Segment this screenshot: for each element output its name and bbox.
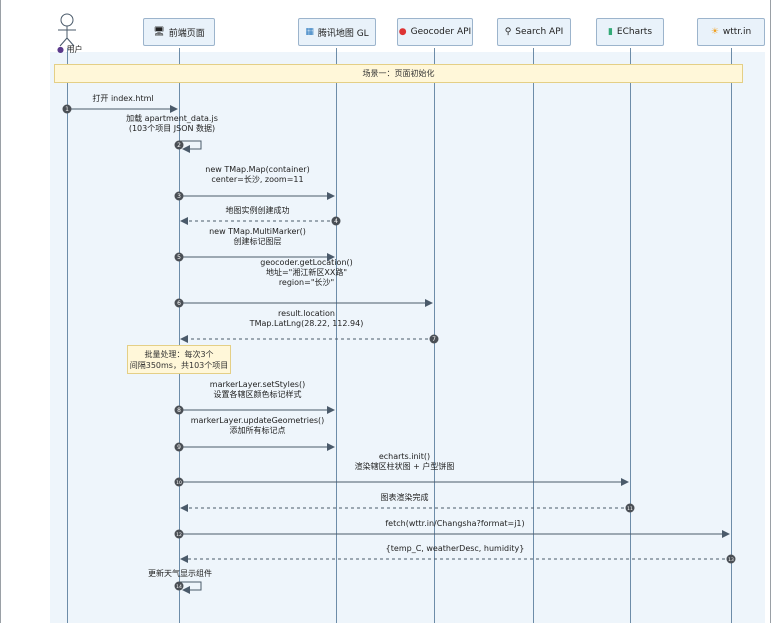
sequence-number: 2	[177, 142, 181, 149]
sequence-number: 1	[65, 106, 69, 113]
sequence-number: 6	[177, 300, 181, 307]
message-label: 打开 index.html	[92, 94, 153, 104]
batch-note: 批量处理：每次3个间隔350ms，共103个项目	[127, 345, 231, 374]
sequence-number: 5	[177, 254, 181, 261]
message-label: fetch(wttr.in/Changsha?format=j1)	[385, 519, 524, 529]
message-label-line: new TMap.MultiMarker()	[209, 227, 306, 236]
sequence-number-badge	[174, 529, 184, 539]
message-label-line: center=长沙, zoom=11	[211, 175, 304, 184]
message-label-line: (103个项目 JSON 数据)	[128, 124, 216, 133]
message-label: echarts.init()渲染辖区柱状图 + 户型饼图	[355, 452, 455, 472]
message-label-line: 创建标记图层	[233, 237, 282, 246]
user-icon	[58, 13, 76, 47]
monitor-icon: 🖥	[153, 27, 165, 37]
message-label: 地图实例创建成功	[226, 206, 290, 216]
message-label: 图表渲染完成	[381, 493, 429, 503]
sequence-number-badge	[625, 503, 635, 513]
message-label-line: geocoder.getLocation()	[260, 258, 353, 267]
message-label: markerLayer.setStyles()设置各辖区颜色标记样式	[210, 380, 305, 400]
message-label-line: 渲染辖区柱状图 + 户型饼图	[354, 462, 455, 471]
weather-icon: ☀	[710, 27, 719, 37]
message-label: markerLayer.updateGeometries()添加所有标记点	[191, 416, 325, 436]
message-label: 更新天气显示组件	[148, 569, 212, 579]
right-border	[770, 0, 771, 623]
pin-icon: ●	[398, 27, 407, 37]
map-icon: ▦	[305, 27, 314, 37]
sequence-number-badge	[174, 191, 184, 201]
sequence-number: 8	[177, 407, 181, 414]
sequence-number: 13	[728, 557, 734, 563]
message-label: new TMap.MultiMarker()创建标记图层	[209, 227, 306, 247]
participant-search: ⚲Search API	[497, 18, 571, 46]
sequence-number-badge	[726, 554, 736, 564]
lifeline-user	[67, 48, 68, 623]
bar-chart-icon: ▮	[607, 27, 613, 37]
message-label-line: 图表渲染完成	[380, 493, 429, 502]
self-message-arrow	[179, 581, 202, 594]
sequence-number-badge	[174, 477, 184, 487]
message-label-line: 添加所有标记点	[229, 426, 286, 435]
message-label-line: 加载 apartment_data.js	[126, 114, 218, 123]
message-label-line: fetch(wttr.in/Changsha?format=j1)	[385, 519, 525, 528]
message-label-line: region="长沙"	[278, 278, 335, 287]
sequence-number: 10	[176, 480, 182, 486]
sequence-number: 4	[334, 218, 338, 225]
message-label-line: {temp_C, weatherDesc, humidity}	[385, 544, 525, 553]
sequence-number-badge	[331, 216, 341, 226]
lifeline-tmap	[336, 48, 337, 623]
message-label: {temp_C, weatherDesc, humidity}	[386, 544, 525, 554]
participant-echarts: ▮ECharts	[596, 18, 664, 46]
participant-tmap: ▦腾讯地图 GL	[298, 18, 376, 46]
sequence-number-badge	[62, 104, 72, 114]
participant-geocoder: ●Geocoder API	[397, 18, 473, 46]
sequence-number-badge	[174, 298, 184, 308]
participant-user-label: ● 用户	[57, 45, 83, 54]
message-label-line: 更新天气显示组件	[148, 569, 212, 578]
message-label: geocoder.getLocation()地址="湘江新区XX路"region…	[260, 258, 353, 288]
message-label-line: 地图实例创建成功	[225, 206, 290, 215]
message-label-line: markerLayer.setStyles()	[209, 380, 306, 389]
message-label-line: new TMap.Map(container)	[205, 165, 310, 174]
message-label: 加载 apartment_data.js(103个项目 JSON 数据)	[126, 114, 218, 134]
message-label: new TMap.Map(container)center=长沙, zoom=1…	[205, 165, 309, 185]
sequence-number: 3	[177, 193, 181, 200]
message-label-line: TMap.LatLng(28.22, 112.94)	[249, 319, 364, 328]
left-border	[0, 0, 1, 623]
sequence-number: 7	[432, 336, 436, 343]
sequence-number-badge	[174, 581, 184, 591]
message-label-line: 打开 index.html	[92, 94, 154, 103]
message-label-line: echarts.init()	[378, 452, 431, 461]
search-icon: ⚲	[504, 27, 512, 37]
sequence-number-badge	[429, 334, 439, 344]
sequence-number-badge	[174, 140, 184, 150]
sequence-number-badge	[174, 252, 184, 262]
lifeline-echarts	[630, 48, 631, 623]
sequence-number: 14	[176, 584, 182, 590]
message-label-line: result.location	[278, 309, 335, 318]
message-label-line: 设置各辖区颜色标记样式	[213, 390, 302, 399]
scene-note: 场景一：页面初始化	[54, 64, 743, 83]
lifeline-wttr	[731, 48, 732, 623]
sequence-number-badge	[174, 442, 184, 452]
sequence-number: 9	[177, 444, 181, 451]
participant-wttr: ☀wttr.in	[697, 18, 765, 46]
sequence-number: 12	[176, 532, 182, 538]
participant-frontend: 🖥前端页面	[143, 18, 215, 46]
self-message-arrow	[179, 140, 202, 153]
sequence-number-badge	[174, 405, 184, 415]
message-label-line: 地址="湘江新区XX路"	[265, 268, 348, 277]
sequence-number: 11	[627, 506, 633, 512]
lifeline-frontend	[179, 48, 180, 623]
message-label-line: markerLayer.updateGeometries()	[190, 416, 325, 425]
lifeline-search	[533, 48, 534, 623]
sequence-background	[50, 52, 765, 623]
user-small-icon: ●	[57, 45, 64, 54]
